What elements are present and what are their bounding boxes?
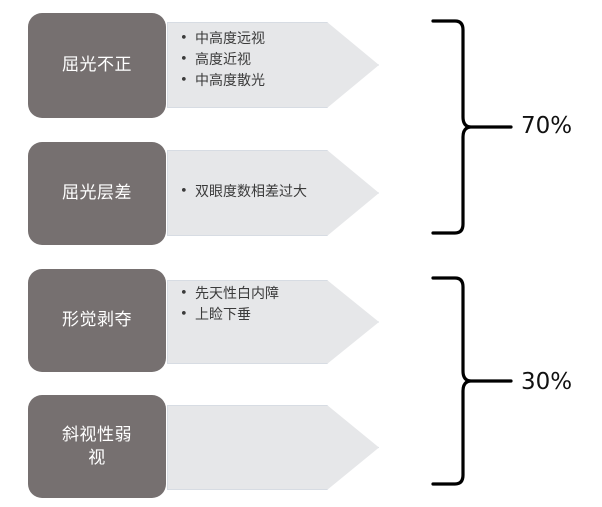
arrow-shape-strabismic-amblyopia [167, 405, 379, 490]
percent-label-upper: 70% [521, 113, 573, 139]
label-box-strabismic-amblyopia[interactable]: 斜视性弱视 [28, 395, 166, 498]
list-item: 高度近视 [180, 49, 265, 71]
bullet-list-form-deprivation: 先天性白内障 上睑下垂 [180, 283, 279, 326]
diagram-row: 屈光层差 双眼度数相差过大 [0, 130, 420, 258]
brace-upper [431, 19, 513, 235]
list-item: 中高度远视 [180, 28, 265, 50]
label-box-refractive-error[interactable]: 屈光不正 [28, 13, 166, 118]
list-item: 双眼度数相差过大 [180, 181, 307, 203]
diagram-row: 屈光不正 中高度远视 高度近视 中高度散光 [0, 0, 420, 130]
bullet-list-refractive-error: 中高度远视 高度近视 中高度散光 [180, 28, 265, 92]
label-box-anisometropia[interactable]: 屈光层差 [28, 142, 166, 245]
bullet-list-anisometropia: 双眼度数相差过大 [180, 181, 307, 203]
list-item: 中高度散光 [180, 70, 265, 92]
list-item: 上睑下垂 [180, 304, 279, 326]
diagram-row: 斜视性弱视 [0, 384, 420, 507]
label-box-form-deprivation[interactable]: 形觉剥夺 [28, 269, 166, 372]
percent-label-lower: 30% [521, 369, 573, 395]
diagram-row: 形觉剥夺 先天性白内障 上睑下垂 [0, 258, 420, 384]
list-item: 先天性白内障 [180, 283, 279, 305]
brace-lower [431, 276, 513, 486]
